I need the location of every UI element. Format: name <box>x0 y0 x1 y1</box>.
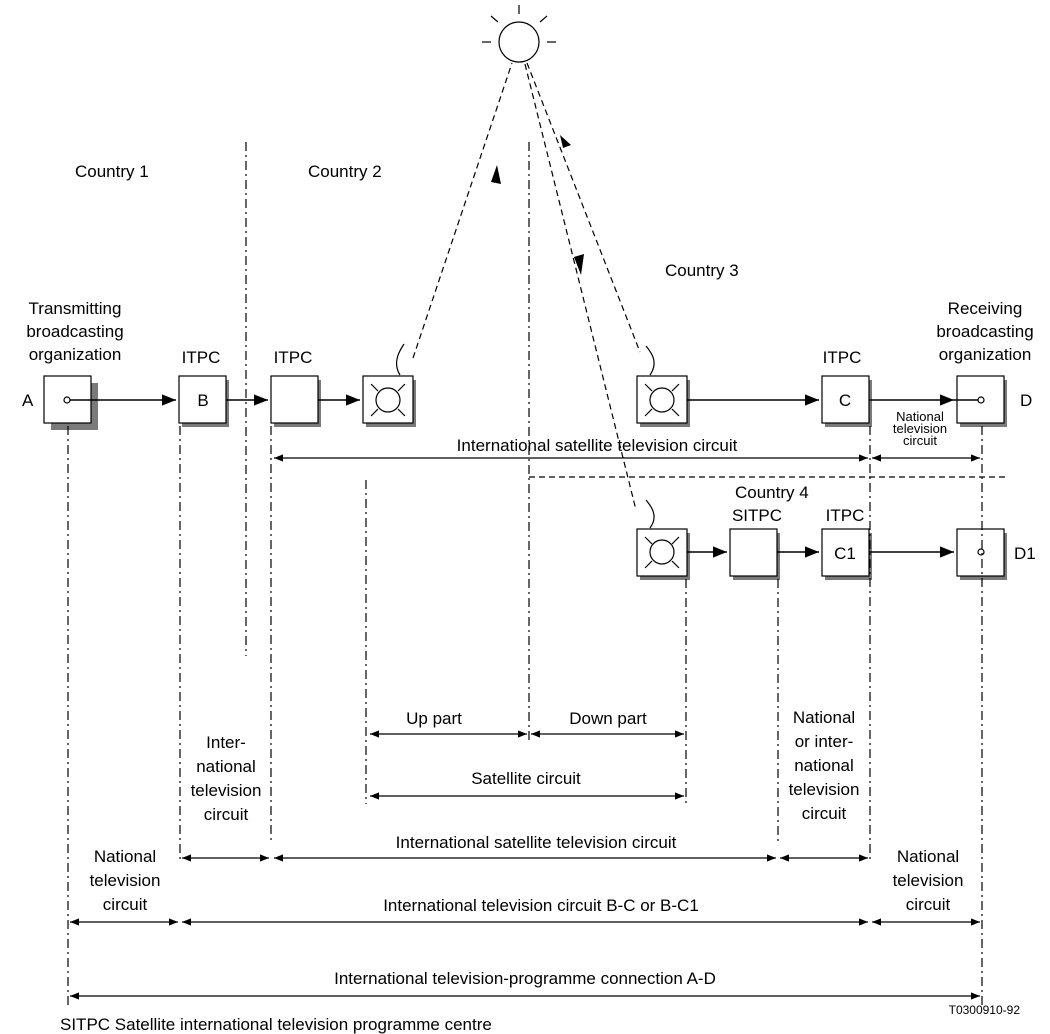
svg-text:organization: organization <box>939 345 1032 364</box>
itpc-c1-label: ITPC <box>826 506 865 525</box>
itpc-b-label: ITPC <box>182 348 221 367</box>
svg-text:Transmitting: Transmitting <box>29 299 122 318</box>
itpc-country2-label: ITPC <box>274 348 313 367</box>
national-right-label: National television circuit <box>893 847 964 914</box>
node-d1-label: D1 <box>1014 544 1036 563</box>
earth-station-up-icon <box>362 343 416 427</box>
node-c-label: C <box>839 391 851 410</box>
figure-code: T0300910-92 <box>949 1003 1021 1017</box>
node-d1 <box>956 528 1007 580</box>
svg-text:television: television <box>90 871 161 890</box>
svg-text:national: national <box>794 756 854 775</box>
downlink-c4 <box>524 63 637 511</box>
svg-text:National: National <box>897 847 959 866</box>
intl-tv-circuit-stack-label: Inter- national television circuit <box>191 733 262 824</box>
itpc-c-label: ITPC <box>823 348 862 367</box>
svg-text:National: National <box>896 409 944 424</box>
sitpc-label: SITPC <box>732 506 782 525</box>
svg-text:or inter-: or inter- <box>795 732 854 751</box>
receiving-label: Receiving broadcasting organization <box>936 299 1033 364</box>
country-4-label: Country 4 <box>735 483 809 502</box>
up-part-label: Up part <box>406 709 462 728</box>
svg-text:national: national <box>196 757 256 776</box>
node-c <box>821 375 872 427</box>
node-c1-label: C1 <box>834 544 856 563</box>
svg-text:circuit: circuit <box>802 804 847 823</box>
intl-sat-circuit-lower-label: International satellite television circu… <box>396 833 677 852</box>
node-c1 <box>821 528 872 580</box>
guide-lines <box>67 426 983 1006</box>
svg-text:television: television <box>893 871 964 890</box>
svg-text:circuit: circuit <box>906 895 951 914</box>
uplink <box>412 62 513 359</box>
downlink-c3 <box>526 62 641 353</box>
node-b-label: B <box>197 391 208 410</box>
svg-text:Receiving: Receiving <box>948 299 1023 318</box>
connection-ad-label: International television-programme conne… <box>334 969 716 988</box>
itpc-country2-box <box>270 375 321 427</box>
down-part-label: Down part <box>569 709 647 728</box>
node-d-label: D <box>1020 391 1032 410</box>
satellite-circuit-label: Satellite circuit <box>471 769 581 788</box>
svg-text:National: National <box>793 708 855 727</box>
svg-text:television: television <box>893 421 947 436</box>
svg-text:circuit: circuit <box>903 433 937 448</box>
transmitting-label: Transmitting broadcasting organization <box>26 299 123 364</box>
svg-text:circuit: circuit <box>103 895 148 914</box>
national-circuit-small-label: National television circuit <box>893 409 947 448</box>
svg-text:broadcasting: broadcasting <box>26 322 123 341</box>
country-3-label: Country 3 <box>665 261 739 280</box>
country-2-label: Country 2 <box>308 162 382 181</box>
svg-text:National: National <box>94 847 156 866</box>
node-d <box>956 375 1007 427</box>
svg-text:organization: organization <box>29 345 122 364</box>
sitpc-box <box>729 528 780 580</box>
svg-text:Inter-: Inter- <box>206 733 246 752</box>
intl-sat-circuit-label: International satellite television circu… <box>457 436 738 455</box>
node-a <box>43 375 98 430</box>
earth-station-down-c3-icon <box>636 345 690 427</box>
svg-text:television: television <box>789 780 860 799</box>
svg-text:broadcasting: broadcasting <box>936 322 1033 341</box>
sitpc-legend: SITPC Satellite international television… <box>60 1015 492 1034</box>
svg-text:circuit: circuit <box>204 805 249 824</box>
country-1-label: Country 1 <box>75 162 149 181</box>
satellite-links <box>412 62 641 511</box>
earth-station-down-c4-icon <box>636 499 690 580</box>
node-a-label: A <box>22 391 34 410</box>
intl-tv-circuit-bc-label: International television circuit B-C or … <box>383 896 699 915</box>
nat-or-intl-stack-label: National or inter- national television c… <box>789 708 860 823</box>
national-left-label: National television circuit <box>90 847 161 914</box>
satellite-icon <box>482 5 556 63</box>
uplink-arrow <box>491 165 501 184</box>
svg-text:television: television <box>191 781 262 800</box>
